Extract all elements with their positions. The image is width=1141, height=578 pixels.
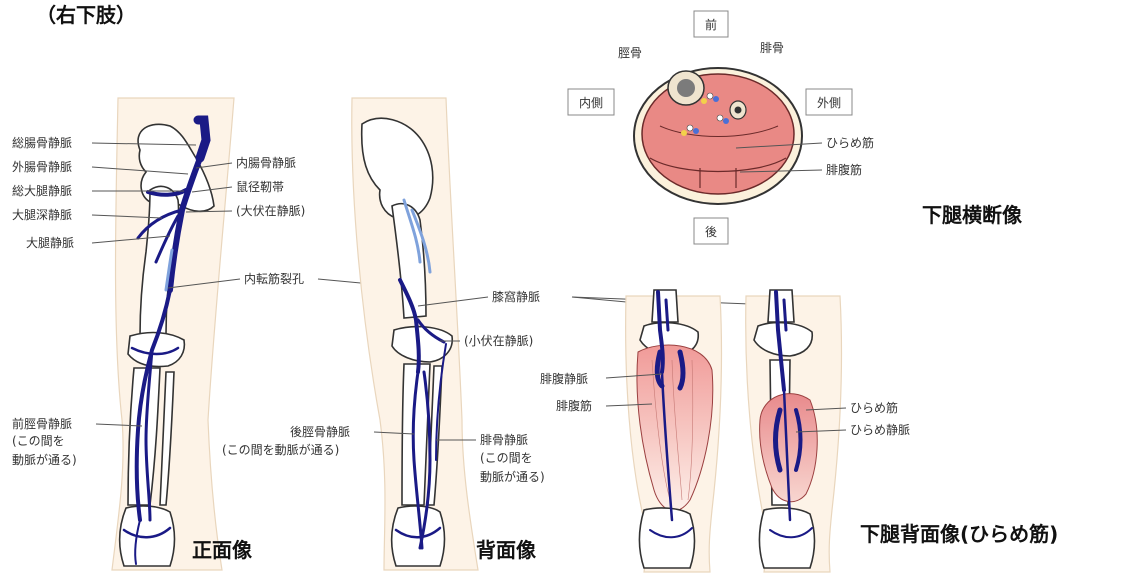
label-fibula: 腓骨: [760, 40, 784, 55]
label-deep-femoral-vein: 大腿深静脈: [12, 208, 72, 222]
label-common-iliac-vein: 総腸骨静脈: [12, 136, 72, 150]
partial-title: （右下肢）: [36, 3, 136, 27]
calf-right-femur: [768, 290, 794, 322]
direction-front: 前: [705, 17, 717, 32]
title-back-view: 背面像: [476, 538, 537, 562]
label-gastrocnemius-muscle: 腓腹筋: [556, 398, 592, 413]
title-front-view: 正面像: [192, 538, 253, 562]
calf-view-left-illustration: [626, 290, 722, 572]
label-tibia: 脛骨: [618, 46, 642, 60]
back-view-illustration: [352, 98, 478, 570]
label-internal-iliac-vein: 内腸骨静脈: [236, 156, 296, 170]
label-anterior-tibial-note-1: (この間を: [12, 434, 65, 448]
front-foot-bone: [120, 506, 175, 566]
label-external-iliac-vein: 外腸骨静脈: [12, 160, 72, 174]
label-adductor-hiatus: 内転筋裂孔: [244, 271, 304, 286]
label-posterior-tibial-note: (この間を動脈が通る): [222, 442, 339, 457]
label-cross-gastrocnemius: 腓腹筋: [826, 162, 862, 177]
label-peroneal-note-1: (この間を: [480, 451, 533, 465]
label-peroneal-vein: 腓骨静脈: [480, 432, 528, 447]
label-great-saphenous-vein: (大伏在静脈): [236, 204, 305, 218]
title-calf-view: 下腿背面像(ひらめ筋): [860, 522, 1058, 546]
cross-section-illustration: [634, 68, 802, 204]
label-popliteal-vein: 膝窩静脈: [492, 289, 540, 304]
direction-medial: 内側: [579, 96, 603, 110]
label-gastrocnemius-vein: 腓腹静脈: [540, 371, 588, 386]
front-view-illustration: [112, 98, 234, 570]
label-soleal-vein: ひらめ静脈: [850, 423, 910, 437]
label-inguinal-ligament: 鼠径靭帯: [236, 180, 284, 194]
label-posterior-tibial-vein: 後脛骨静脈: [290, 425, 350, 439]
label-cross-soleus: ひらめ筋: [826, 135, 874, 150]
label-small-saphenous-vein: (小伏在静脈): [464, 334, 533, 348]
direction-lateral: 外側: [817, 96, 841, 110]
label-soleus-muscle: ひらめ筋: [850, 400, 898, 415]
cross-section-muscle: [642, 74, 794, 194]
label-anterior-tibial-vein: 前脛骨静脈: [12, 416, 72, 431]
direction-back: 後: [705, 225, 717, 239]
calf-view-labels: 腓腹静脈 腓腹筋 ひらめ筋 ひらめ静脈: [540, 371, 910, 437]
label-anterior-tibial-note-2: 動脈が通る): [12, 452, 77, 467]
title-cross-section: 下腿横断像: [922, 203, 1023, 227]
label-femoral-vein: 大腿静脈: [26, 236, 74, 250]
label-common-femoral-vein: 総大腿静脈: [12, 184, 72, 198]
label-peroneal-note-2: 動脈が通る): [480, 469, 545, 484]
